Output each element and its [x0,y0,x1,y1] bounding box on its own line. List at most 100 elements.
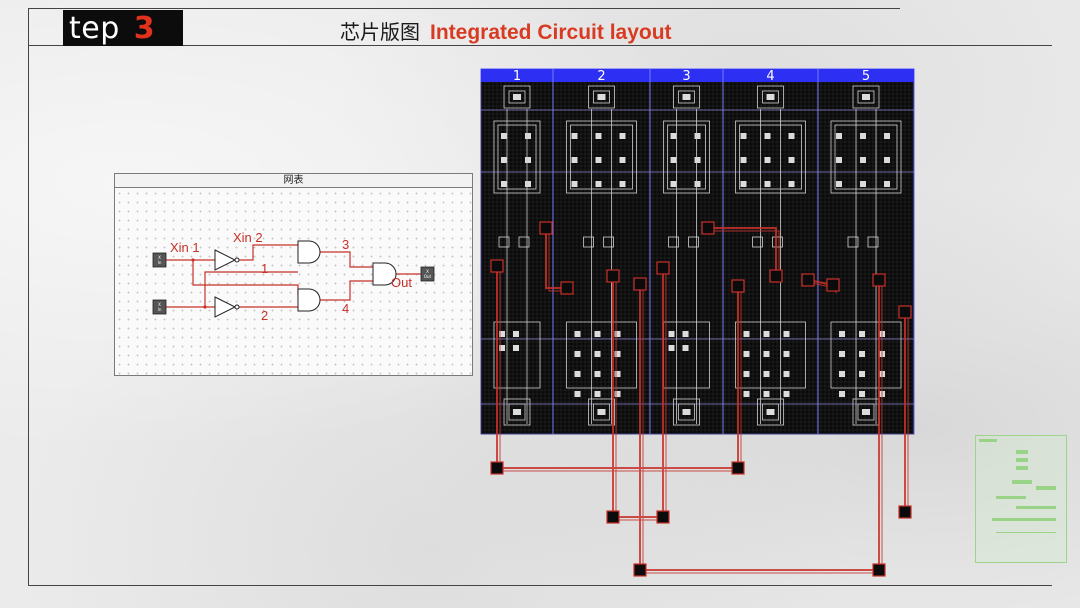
via-pad [898,505,912,519]
contact [859,371,865,377]
netlist-title: 网表 [115,174,472,188]
contact [594,371,601,377]
via-pad [560,281,574,295]
upper-diffusion [735,120,806,194]
via-pad [769,269,783,283]
contact [525,157,531,163]
top-contact-frame [503,85,531,109]
via-pad [701,221,715,235]
contact [783,371,790,377]
not-gate-2[interactable] [214,296,240,318]
contact [763,331,770,337]
contact [763,371,770,377]
contact [525,133,531,139]
upper-diffusion [663,120,710,194]
top-contact-frame [757,85,784,109]
gate-contact [772,236,783,248]
and-gate-1[interactable] [297,240,321,264]
not-gate-1[interactable] [214,249,240,271]
via-pad [872,273,886,287]
via-pad [656,261,670,275]
contact [499,345,505,351]
metal-wire [708,227,777,276]
gate-contact [583,236,594,248]
page-title-en: Integrated Circuit layout [430,21,672,44]
input-a-terminal[interactable]: X In [152,252,167,268]
contact [740,157,747,163]
contact [743,391,750,397]
column-header-bar [481,69,914,82]
gate-contact [668,236,679,248]
gate-contact [752,236,763,248]
bottom-contact-inner [593,403,610,421]
top-frame-line [28,8,900,9]
top-contact-frame [673,85,700,109]
column-label-4: 4 [766,69,774,84]
contact [783,331,790,337]
contact [763,351,770,357]
contact [740,181,747,187]
contact [860,133,866,139]
contact [670,133,677,139]
contact [763,391,770,397]
contact [884,133,890,139]
gate-contact [603,236,614,248]
contact [788,157,795,163]
via-pad [656,510,670,524]
contact [839,331,845,337]
contact [668,331,675,337]
via-pad [539,221,553,235]
contact [614,331,621,337]
via-pad [606,510,620,524]
contact [788,181,795,187]
contact [682,331,689,337]
contact [501,157,507,163]
input-b-terminal[interactable]: X In [152,299,167,315]
column-label-1: 1 [513,69,521,84]
and-gate-2[interactable] [297,288,321,312]
contact [614,391,621,397]
top-contact [766,94,775,100]
and-gate-final[interactable] [372,262,397,286]
contact [743,351,750,357]
metal-wire-shadow [711,230,780,279]
metal-wire [545,228,567,289]
top-contact [682,94,691,100]
step-number: 3 [133,10,155,46]
top-contact-inner [678,90,695,104]
upper-diffusion-inner [497,124,537,190]
via-pad [872,563,886,577]
output-terminal[interactable]: X Out [420,266,435,282]
bottom-contact [862,409,870,415]
contact [743,331,750,337]
layout-thumbnail[interactable] [975,435,1067,563]
contact [682,345,689,351]
contact [594,331,601,337]
contact [859,391,865,397]
junction-dot [203,305,207,309]
contact [764,133,771,139]
contact [764,181,771,187]
thumbnail-graphic [979,439,1056,533]
page-title: 芯片版图 Integrated Circuit layout [340,16,672,44]
gate-contact [518,236,530,248]
contact [836,157,842,163]
contact [619,133,626,139]
bottom-contact-frame [673,398,700,426]
contact [595,133,602,139]
column-label-3: 3 [682,69,690,84]
via-pad [731,461,745,475]
bottom-contact-frame [588,398,615,426]
page-title-cn: 芯片版图 [340,20,420,44]
metal-wire-shadow [499,269,742,472]
via-pad [801,273,815,287]
column-label-2: 2 [597,69,605,84]
bottom-contact-inner [678,403,695,421]
top-contact-inner [857,90,875,104]
gate-contact [688,236,699,248]
upper-diffusion [566,120,637,194]
interconnect-wires [496,227,909,574]
junction-dot [191,258,195,262]
contact [670,181,677,187]
